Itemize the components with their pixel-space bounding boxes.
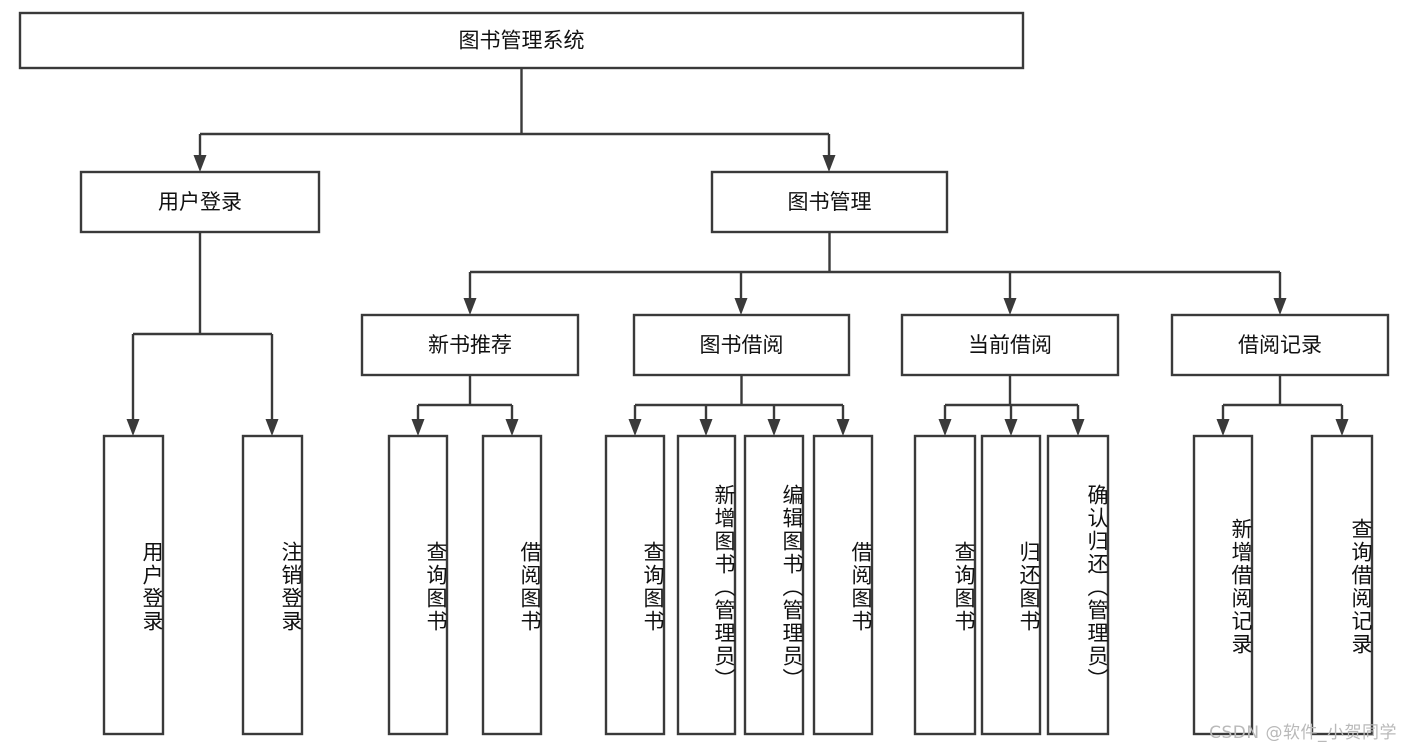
csdn-watermark: CSDN @软件_小贺同学 <box>1209 723 1397 743</box>
connector-arrow-book-mgmt-bus-1 <box>734 298 748 315</box>
node-label-root: 图书管理系统 <box>459 29 585 53</box>
connector-arrow-root-bus-0 <box>193 155 207 172</box>
node-label-user-login: 用户登录 <box>158 190 242 214</box>
node-box-borrow-record[interactable] <box>1170 313 1390 377</box>
node-box-leaf-edit-book[interactable] <box>743 434 805 736</box>
connector-arrow-book-mgmt-bus-0 <box>463 298 477 315</box>
connector-arrow-current-bus-0 <box>938 419 952 436</box>
node-box-leaf-return-book[interactable] <box>980 434 1042 736</box>
node-box-leaf-add-borrow-record[interactable] <box>1192 434 1254 736</box>
node-label-book-management: 图书管理 <box>788 190 872 214</box>
connector-arrow-borrow-bus-3 <box>836 419 850 436</box>
connector-arrow-record-bus-1 <box>1335 419 1349 436</box>
connector-arrow-borrow-bus-1 <box>699 419 713 436</box>
connector-arrow-user-login-bus-1 <box>265 419 279 436</box>
node-box-current-borrow[interactable] <box>900 313 1120 377</box>
connector-arrow-borrow-bus-0 <box>628 419 642 436</box>
node-label-book-borrow: 图书借阅 <box>700 333 784 357</box>
connector-arrow-recommend-bus-1 <box>505 419 519 436</box>
connector-arrow-record-bus-0 <box>1216 419 1230 436</box>
node-box-leaf-query-book-recommend[interactable] <box>387 434 449 736</box>
node-box-user-login[interactable] <box>79 170 321 234</box>
node-box-leaf-query-book-borrow[interactable] <box>604 434 666 736</box>
node-label-borrow-record: 借阅记录 <box>1238 333 1322 357</box>
node-box-leaf-query-book-current[interactable] <box>913 434 977 736</box>
connector-arrow-current-bus-2 <box>1071 419 1085 436</box>
connector-arrow-borrow-bus-2 <box>767 419 781 436</box>
connector-arrow-book-mgmt-bus-2 <box>1003 298 1017 315</box>
connector-arrow-current-bus-1 <box>1004 419 1018 436</box>
node-box-leaf-user-login[interactable] <box>102 434 165 736</box>
connector-arrow-recommend-bus-0 <box>411 419 425 436</box>
node-box-book-borrow[interactable] <box>632 313 851 377</box>
node-box-leaf-confirm-return[interactable] <box>1046 434 1110 736</box>
connector-arrow-user-login-bus-0 <box>126 419 140 436</box>
node-box-book-management[interactable] <box>710 170 949 234</box>
node-box-leaf-query-borrow-record[interactable] <box>1310 434 1374 736</box>
node-box-root[interactable] <box>18 11 1025 70</box>
connector-arrow-root-bus-1 <box>822 155 836 172</box>
connector-layer <box>126 68 1349 436</box>
node-label-current-borrow: 当前借阅 <box>968 333 1052 357</box>
node-box-leaf-borrow-book-recommend[interactable] <box>481 434 543 736</box>
node-box-leaf-add-book[interactable] <box>676 434 737 736</box>
node-box-new-book-recommend[interactable] <box>360 313 580 377</box>
node-box-leaf-borrow-book[interactable] <box>812 434 874 736</box>
node-label-new-book-recommend: 新书推荐 <box>428 333 512 357</box>
node-box-leaf-logout[interactable] <box>241 434 304 736</box>
node-box-layer <box>18 11 1390 736</box>
connector-arrow-book-mgmt-bus-3 <box>1273 298 1287 315</box>
